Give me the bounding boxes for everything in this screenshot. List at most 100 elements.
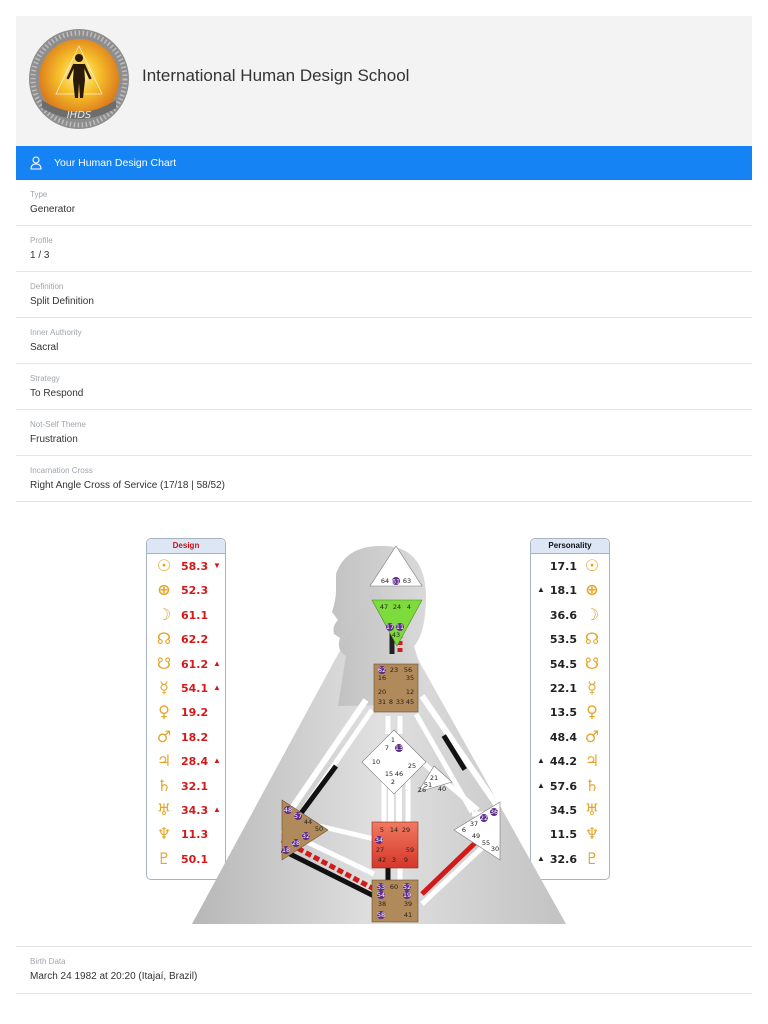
planet-row-moon: ☽36.6 (531, 603, 609, 627)
planet-value: 32.1 (181, 779, 209, 793)
g-center (361, 729, 427, 795)
gate-label: 6 (462, 826, 466, 834)
planet-value: 32.6 (549, 852, 577, 866)
field-type: Type Generator (16, 180, 752, 226)
field-not-self-theme: Not-Self Theme Frustration (16, 410, 752, 456)
planet-row-mars: ♂48.4 (531, 725, 609, 749)
planet-value: 50.1 (181, 852, 209, 866)
sun-icon: ☉ (584, 556, 600, 575)
sacral-center (371, 821, 419, 869)
gate-label: 2 (391, 778, 395, 786)
planet-row-venus: ♀ 13.5 (531, 700, 609, 724)
gate-label: 13 (395, 744, 403, 752)
gate-label: 11 (396, 623, 404, 631)
gate-label: 58 (377, 911, 385, 919)
solar-plexus-center (453, 801, 501, 861)
planet-value: 11.3 (181, 828, 209, 842)
gate-label: 41 (404, 911, 412, 919)
planet-row-north-node: ☊53.5 (531, 627, 609, 651)
chart-card-header: Your Human Design Chart (16, 146, 752, 180)
planet-value: 28.4 (181, 755, 209, 769)
gate-label: 40 (438, 785, 446, 793)
venus-icon: ♀ (586, 702, 598, 722)
saturn-icon: ♄ (584, 775, 600, 795)
field-value: Generator (30, 204, 76, 215)
gate-label: 15 (385, 770, 393, 778)
mercury-icon: ☿ (159, 677, 169, 697)
gate-label: 5 (380, 826, 384, 834)
uranus-icon: ♅ (584, 799, 600, 819)
planet-arrow: ▲ (213, 682, 221, 692)
gate-label: 14 (390, 826, 398, 834)
design-panel: Design ▼☉58.3⊕52.3☽61.1☊62.2▲☋61.2▲☿54.1… (146, 538, 226, 880)
head-center (369, 545, 423, 587)
chart-card-title: Your Human Design Chart (54, 157, 177, 169)
site-title[interactable]: International Human Design School (142, 66, 410, 85)
earth-icon: ⊕ (157, 580, 171, 600)
planet-arrow: ▲ (213, 804, 221, 814)
site-header: IHDS International Human Design School (16, 16, 752, 146)
venus-icon: ♀ (158, 702, 170, 722)
planet-row-mars: ♂18.2 (147, 725, 225, 749)
gate-label: 32 (302, 832, 310, 840)
field-value: Right Angle Cross of Service (17/18 | 58… (30, 480, 225, 491)
planet-value: 13.5 (549, 706, 577, 720)
planet-value: 53.5 (549, 633, 577, 647)
birth-data-label: Birth Data (30, 957, 66, 966)
gate-label: 16 (378, 674, 386, 682)
page-container: IHDS International Human Design School Y… (16, 16, 752, 994)
field-label: Definition (30, 282, 64, 291)
gate-label: 56 (404, 666, 412, 674)
moon-icon: ☽ (156, 604, 172, 624)
gate-label: 21 (430, 774, 438, 782)
design-planet-list: ▼☉58.3⊕52.3☽61.1☊62.2▲☋61.2▲☿54.1♀19.2♂1… (147, 554, 225, 871)
gate-label: 48 (284, 806, 292, 814)
planet-arrow: ▲ (537, 853, 545, 863)
ihds-logo[interactable]: IHDS (28, 28, 130, 130)
field-profile: Profile 1 / 3 (16, 226, 752, 272)
personality-panel: Personality ☉17.1▲⊕18.1☽36.6☊53.5☋54.5☿2… (530, 538, 610, 880)
planet-row-north-node: ☊62.2 (147, 627, 225, 651)
planet-value: 61.2 (181, 657, 209, 671)
gate-label: 7 (385, 744, 389, 752)
neptune-icon: ♆ (584, 824, 600, 844)
planet-value: 48.4 (549, 730, 577, 744)
gate-label: 45 (406, 698, 414, 706)
gate-label: 44 (304, 818, 312, 826)
gate-label: 52 (403, 883, 411, 891)
gate-label: 53 (377, 883, 385, 891)
personality-planet-list: ☉17.1▲⊕18.1☽36.6☊53.5☋54.5☿22.1♀13.5♂48.… (531, 554, 609, 871)
ajna-center (371, 599, 423, 647)
field-inner-authority: Inner Authority Sacral (16, 318, 752, 364)
planet-value: 17.1 (549, 560, 577, 573)
field-label: Profile (30, 236, 53, 245)
gate-label: 17 (386, 623, 394, 631)
planet-value: 58.3 (181, 560, 209, 573)
personality-panel-title: Personality (531, 539, 609, 554)
planet-arrow: ▲ (537, 780, 545, 790)
bodygraph-section: Design ▼☉58.3⊕52.3☽61.1☊62.2▲☋61.2▲☿54.1… (16, 502, 752, 947)
planet-row-uranus: ♅34.5 (531, 798, 609, 822)
gate-label: 1 (391, 736, 395, 744)
field-value: 1 / 3 (30, 250, 50, 261)
gate-label: 27 (376, 846, 384, 854)
planet-row-venus: ♀19.2 (147, 700, 225, 724)
neptune-icon: ♆ (156, 824, 172, 844)
planet-row-earth: ▲⊕18.1 (531, 578, 609, 602)
saturn-icon: ♄ (156, 775, 172, 795)
planet-value: 54.1 (181, 681, 209, 695)
gate-label: 26 (418, 786, 426, 794)
gate-label: 34 (375, 836, 383, 844)
gate-label: 38 (378, 900, 386, 908)
planet-row-uranus: ▲♅34.3 (147, 798, 225, 822)
planet-row-saturn: ♄ 32.1 (147, 774, 225, 798)
planet-value: 57.6 (549, 779, 577, 793)
gate-label: 59 (406, 846, 414, 854)
gate-label: 23 (390, 666, 398, 674)
field-label: Inner Authority (30, 328, 82, 337)
gate-label: 37 (470, 820, 478, 828)
gate-label: 19 (403, 891, 411, 899)
planet-row-mercury: ▲ ☿ 54.1 (147, 676, 225, 700)
gate-label: 35 (406, 674, 414, 682)
field-definition: Definition Split Definition (16, 272, 752, 318)
